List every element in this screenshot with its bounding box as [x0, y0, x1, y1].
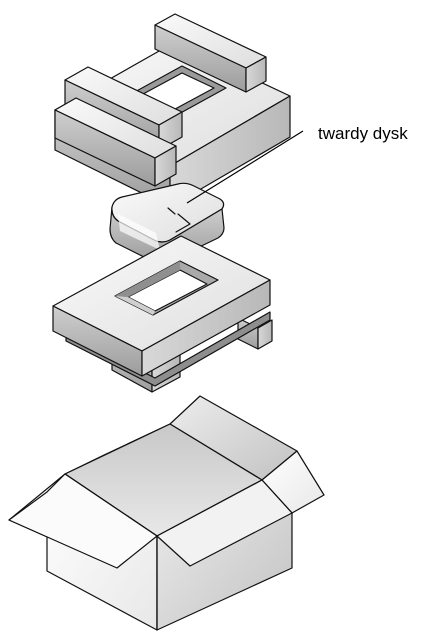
callout: twardy dysk	[186, 124, 408, 204]
callout-leader-line	[186, 130, 304, 204]
top-foam-insert-icon	[54, 13, 291, 208]
shipping-box-icon	[8, 395, 325, 631]
bottom-foam-insert-icon	[52, 235, 273, 393]
callout-label: twardy dysk	[318, 124, 408, 143]
